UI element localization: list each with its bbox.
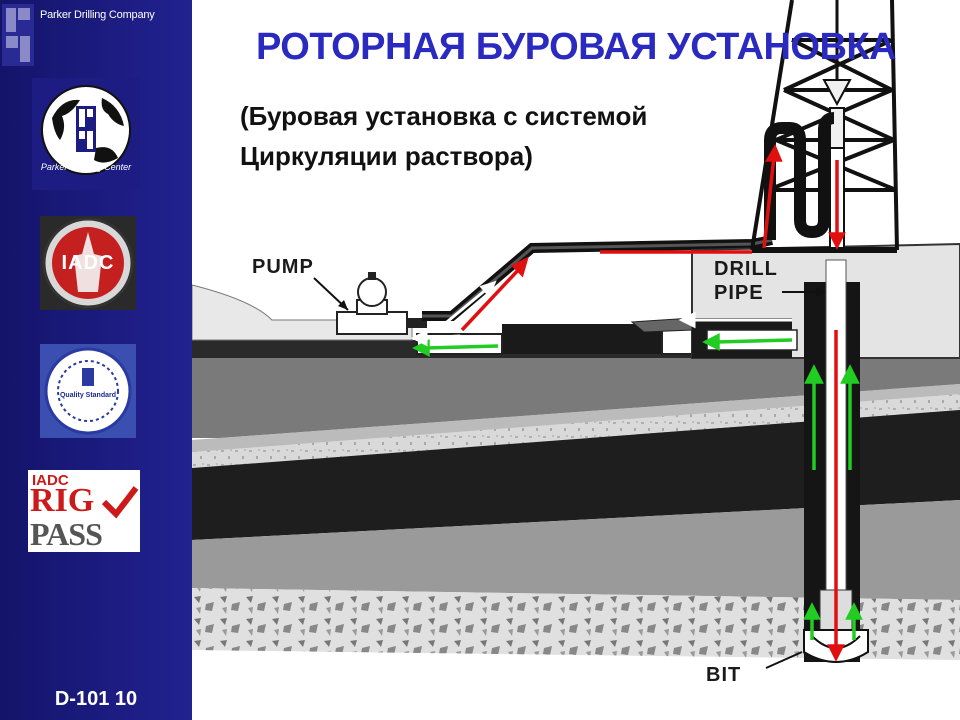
subtitle-line-2: Циркуляции раствора) xyxy=(240,141,533,171)
drill-pipe-label-line2: PIPE xyxy=(714,282,764,304)
slide-title: РОТОРНАЯ БУРОВАЯ УСТАНОВКА xyxy=(255,26,897,68)
flow-arrows-red xyxy=(460,144,846,662)
parker-training-center-logo: Parker Training Center xyxy=(32,78,140,190)
pump-label: PUMP xyxy=(252,256,314,278)
rigpass-pass-text: PASS xyxy=(30,516,103,552)
parker-logo-icon xyxy=(2,4,34,66)
company-brand: Parker Drilling Company xyxy=(0,0,192,70)
slide-code: D-101 10 xyxy=(54,688,138,710)
rotary-rig-diagram xyxy=(192,0,960,720)
slide-subtitle: (Буровая установка с системой Циркуляции… xyxy=(240,96,647,176)
bit-label: BIT xyxy=(706,664,742,686)
sidebar: Parker Drilling Company Parker Training … xyxy=(0,0,192,720)
checkmark-icon xyxy=(101,486,139,519)
iadc-rigpass-logo: IADC RIG PASS xyxy=(28,470,140,552)
company-name: Parker Drilling Company xyxy=(40,9,155,21)
iadc-seal-logo: IADC xyxy=(40,216,136,310)
iadc-seal-icon xyxy=(42,217,134,309)
quality-assured-seal-logo: Quality Standard xyxy=(40,344,136,438)
rigpass-rig-text: RIG xyxy=(30,482,95,519)
quality-standard-text: Quality Standard xyxy=(59,392,116,399)
iadc-seal-text: IADC xyxy=(61,252,115,274)
pump-icon xyxy=(336,272,427,335)
quality-seal-icon xyxy=(44,347,132,435)
flow-arrows-white xyxy=(410,280,792,347)
rigpass-iadc-text: IADC xyxy=(32,472,69,489)
parker-training-center-text: Parker Training Center xyxy=(40,162,132,172)
flow-arrows-green xyxy=(412,333,863,640)
subtitle-line-1: (Буровая установка с системой xyxy=(240,101,648,131)
globe-icon xyxy=(41,85,131,175)
drill-pipe-label-line1: DRILL xyxy=(714,258,778,280)
